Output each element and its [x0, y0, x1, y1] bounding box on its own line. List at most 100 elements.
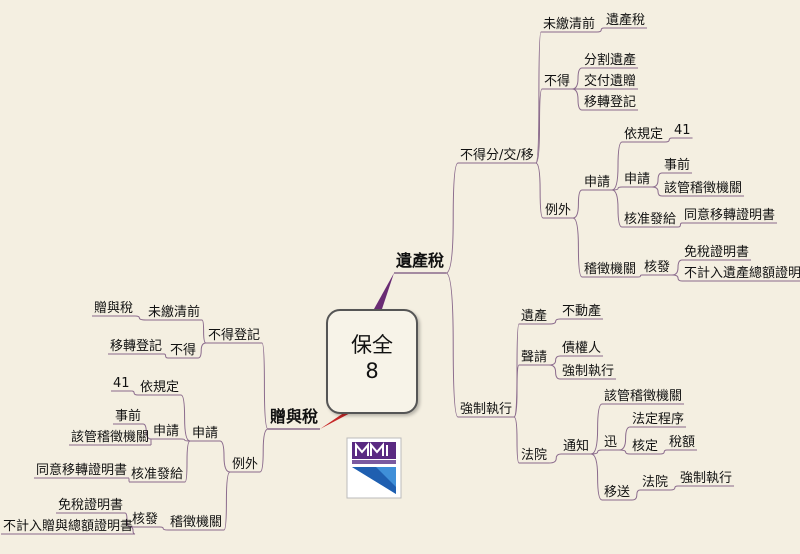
node-l-41[interactable]: 41 [113, 376, 130, 391]
edge-l-issue [160, 526, 169, 531]
node-l-unpaid[interactable]: 未繳清前 [148, 305, 201, 320]
node-r-court[interactable]: 法院 [521, 448, 548, 463]
node-r-issue[interactable]: 核發 [644, 260, 671, 275]
node-r-refer[interactable]: 移送 [604, 485, 631, 500]
edge-r-court [513, 416, 520, 464]
node-l-exception[interactable]: 例外 [232, 457, 259, 472]
edge-r-approve [611, 189, 623, 228]
edge-r-partition [571, 67, 583, 90]
node-r-apply[interactable]: 申請 [584, 175, 611, 190]
node-l-apply[interactable]: 申請 [192, 426, 219, 441]
node-r-taxamount[interactable]: 稅額 [669, 435, 696, 450]
edge-r-consent-cert [677, 222, 683, 228]
node-r-prior[interactable]: 事前 [664, 158, 691, 173]
edge-r-agency2 [590, 403, 603, 455]
edge-r-procedure [618, 426, 631, 451]
node-l-consent-cert[interactable]: 同意移轉證明書 [36, 463, 128, 478]
node-r-prompt[interactable]: 迅 [604, 435, 618, 450]
node-r-notify[interactable]: 通知 [563, 439, 590, 454]
node-r-tax-agency[interactable]: 稽徵機關 [584, 262, 637, 277]
edge-l-prior [142, 423, 152, 440]
node-l-approve[interactable]: 核准發給 [131, 467, 184, 482]
node-l-issue[interactable]: 核發 [132, 512, 159, 527]
node-l-tax-agency[interactable]: 稽徵機關 [170, 515, 223, 530]
edge-r-apply2 [612, 186, 623, 191]
node-r-approve[interactable]: 核准發給 [624, 212, 677, 227]
node-l-gift-tax[interactable]: 贈與稅 [94, 301, 134, 316]
edge-l-unpaid [201, 319, 207, 344]
edge-r-prompt [591, 449, 603, 455]
edge-r-excluded-cert [672, 274, 683, 282]
node-right-root[interactable]: 遺產稅 [396, 251, 445, 270]
node-r-enforce2[interactable]: 強制執行 [562, 364, 615, 379]
node-r-exception[interactable]: 例外 [545, 203, 572, 218]
node-r-assess[interactable]: 核定 [632, 439, 659, 454]
edge-l-noreg [261, 342, 269, 430]
node-l-agency[interactable]: 該管稽徵機關 [71, 430, 150, 445]
node-r-estate[interactable]: 遺產 [521, 309, 548, 324]
edge-r-exempt-cert [671, 259, 683, 276]
edge-r-realestate [549, 318, 561, 325]
edge-r-unpaid-tax [597, 27, 605, 33]
node-r-agency2[interactable]: 該管稽徵機關 [604, 389, 683, 404]
node-r-notallowed[interactable]: 不得 [544, 74, 571, 89]
node-l-prior[interactable]: 事前 [115, 409, 142, 424]
node-l-notallowed[interactable]: 不得 [170, 343, 197, 358]
node-r-nodisposal[interactable]: 不得分/交/移 [460, 148, 534, 163]
node-r-exempt-cert[interactable]: 免稅證明書 [684, 245, 750, 260]
node-r-41[interactable]: 41 [674, 123, 691, 138]
node-l-transfer[interactable]: 移轉登記 [110, 339, 163, 354]
center-topic[interactable]: 保全 8 [326, 309, 418, 414]
node-r-partition[interactable]: 分割遺產 [584, 53, 637, 68]
edge-l-notallowed [197, 342, 207, 359]
edge-r-41 [665, 137, 673, 143]
node-l-excluded-cert[interactable]: 不計入贈與總額證明書 [3, 519, 134, 534]
node-r-excluded-cert[interactable]: 不計入遺產總額證明書 [684, 266, 800, 281]
edge-r-issue [638, 274, 643, 278]
edge-r-tax-agency [572, 217, 583, 278]
node-r-court2[interactable]: 法院 [642, 475, 669, 490]
edge-r-court2 [631, 489, 641, 501]
edge-l-exception [259, 428, 269, 473]
node-r-consent-cert[interactable]: 同意移轉證明書 [684, 208, 776, 223]
node-r-procedure[interactable]: 法定程序 [632, 412, 685, 427]
node-l-exempt-cert[interactable]: 免稅證明書 [58, 498, 124, 513]
edge-r-byrule [611, 141, 623, 191]
logo-icon [346, 437, 402, 499]
node-r-enforce3[interactable]: 強制執行 [680, 471, 733, 486]
edge-l-excluded-cert [129, 526, 136, 535]
node-r-byrule[interactable]: 依規定 [624, 127, 664, 142]
node-l-byrule[interactable]: 依規定 [140, 380, 180, 395]
node-r-bequest[interactable]: 交付遺贈 [584, 74, 637, 89]
edge-r-nodisposal [445, 162, 459, 274]
main-branch-upper [374, 273, 394, 309]
edge-l-apply2 [181, 438, 191, 442]
edge-r-creditor [549, 355, 561, 366]
node-r-apply2[interactable]: 申請 [624, 172, 651, 187]
edge-l-byrule [180, 394, 191, 442]
node-l-noreg[interactable]: 不得登記 [208, 328, 261, 343]
edge-r-enforce [445, 272, 459, 418]
edge-r-enforce3 [670, 485, 679, 491]
node-r-creditor[interactable]: 債權人 [562, 341, 602, 356]
node-r-agency[interactable]: 該管稽徵機關 [664, 181, 743, 196]
edge-r-refer [590, 453, 603, 501]
node-r-realestate[interactable]: 不動產 [562, 304, 602, 319]
edge-l-apply [219, 440, 231, 473]
center-title: 保全 [351, 333, 393, 357]
node-r-enforce[interactable]: 強制執行 [460, 402, 513, 417]
node-r-unpaid-tax[interactable]: 遺產稅 [606, 13, 646, 28]
edge-r-notallowed [535, 88, 543, 164]
edge-r-unpaid [535, 31, 542, 164]
node-r-unpaid[interactable]: 未繳清前 [543, 17, 596, 32]
node-r-transfer[interactable]: 移轉登記 [584, 95, 637, 110]
node-left-root[interactable]: 贈與稅 [270, 407, 319, 426]
edge-r-agency [652, 186, 663, 197]
node-l-apply2[interactable]: 申請 [153, 424, 180, 439]
edge-l-transfer [163, 353, 169, 359]
edge-l-approve [184, 440, 191, 483]
edge-l-gift-tax [135, 315, 147, 321]
main-branch-lower [320, 410, 356, 429]
node-r-petition[interactable]: 聲請 [521, 350, 548, 365]
